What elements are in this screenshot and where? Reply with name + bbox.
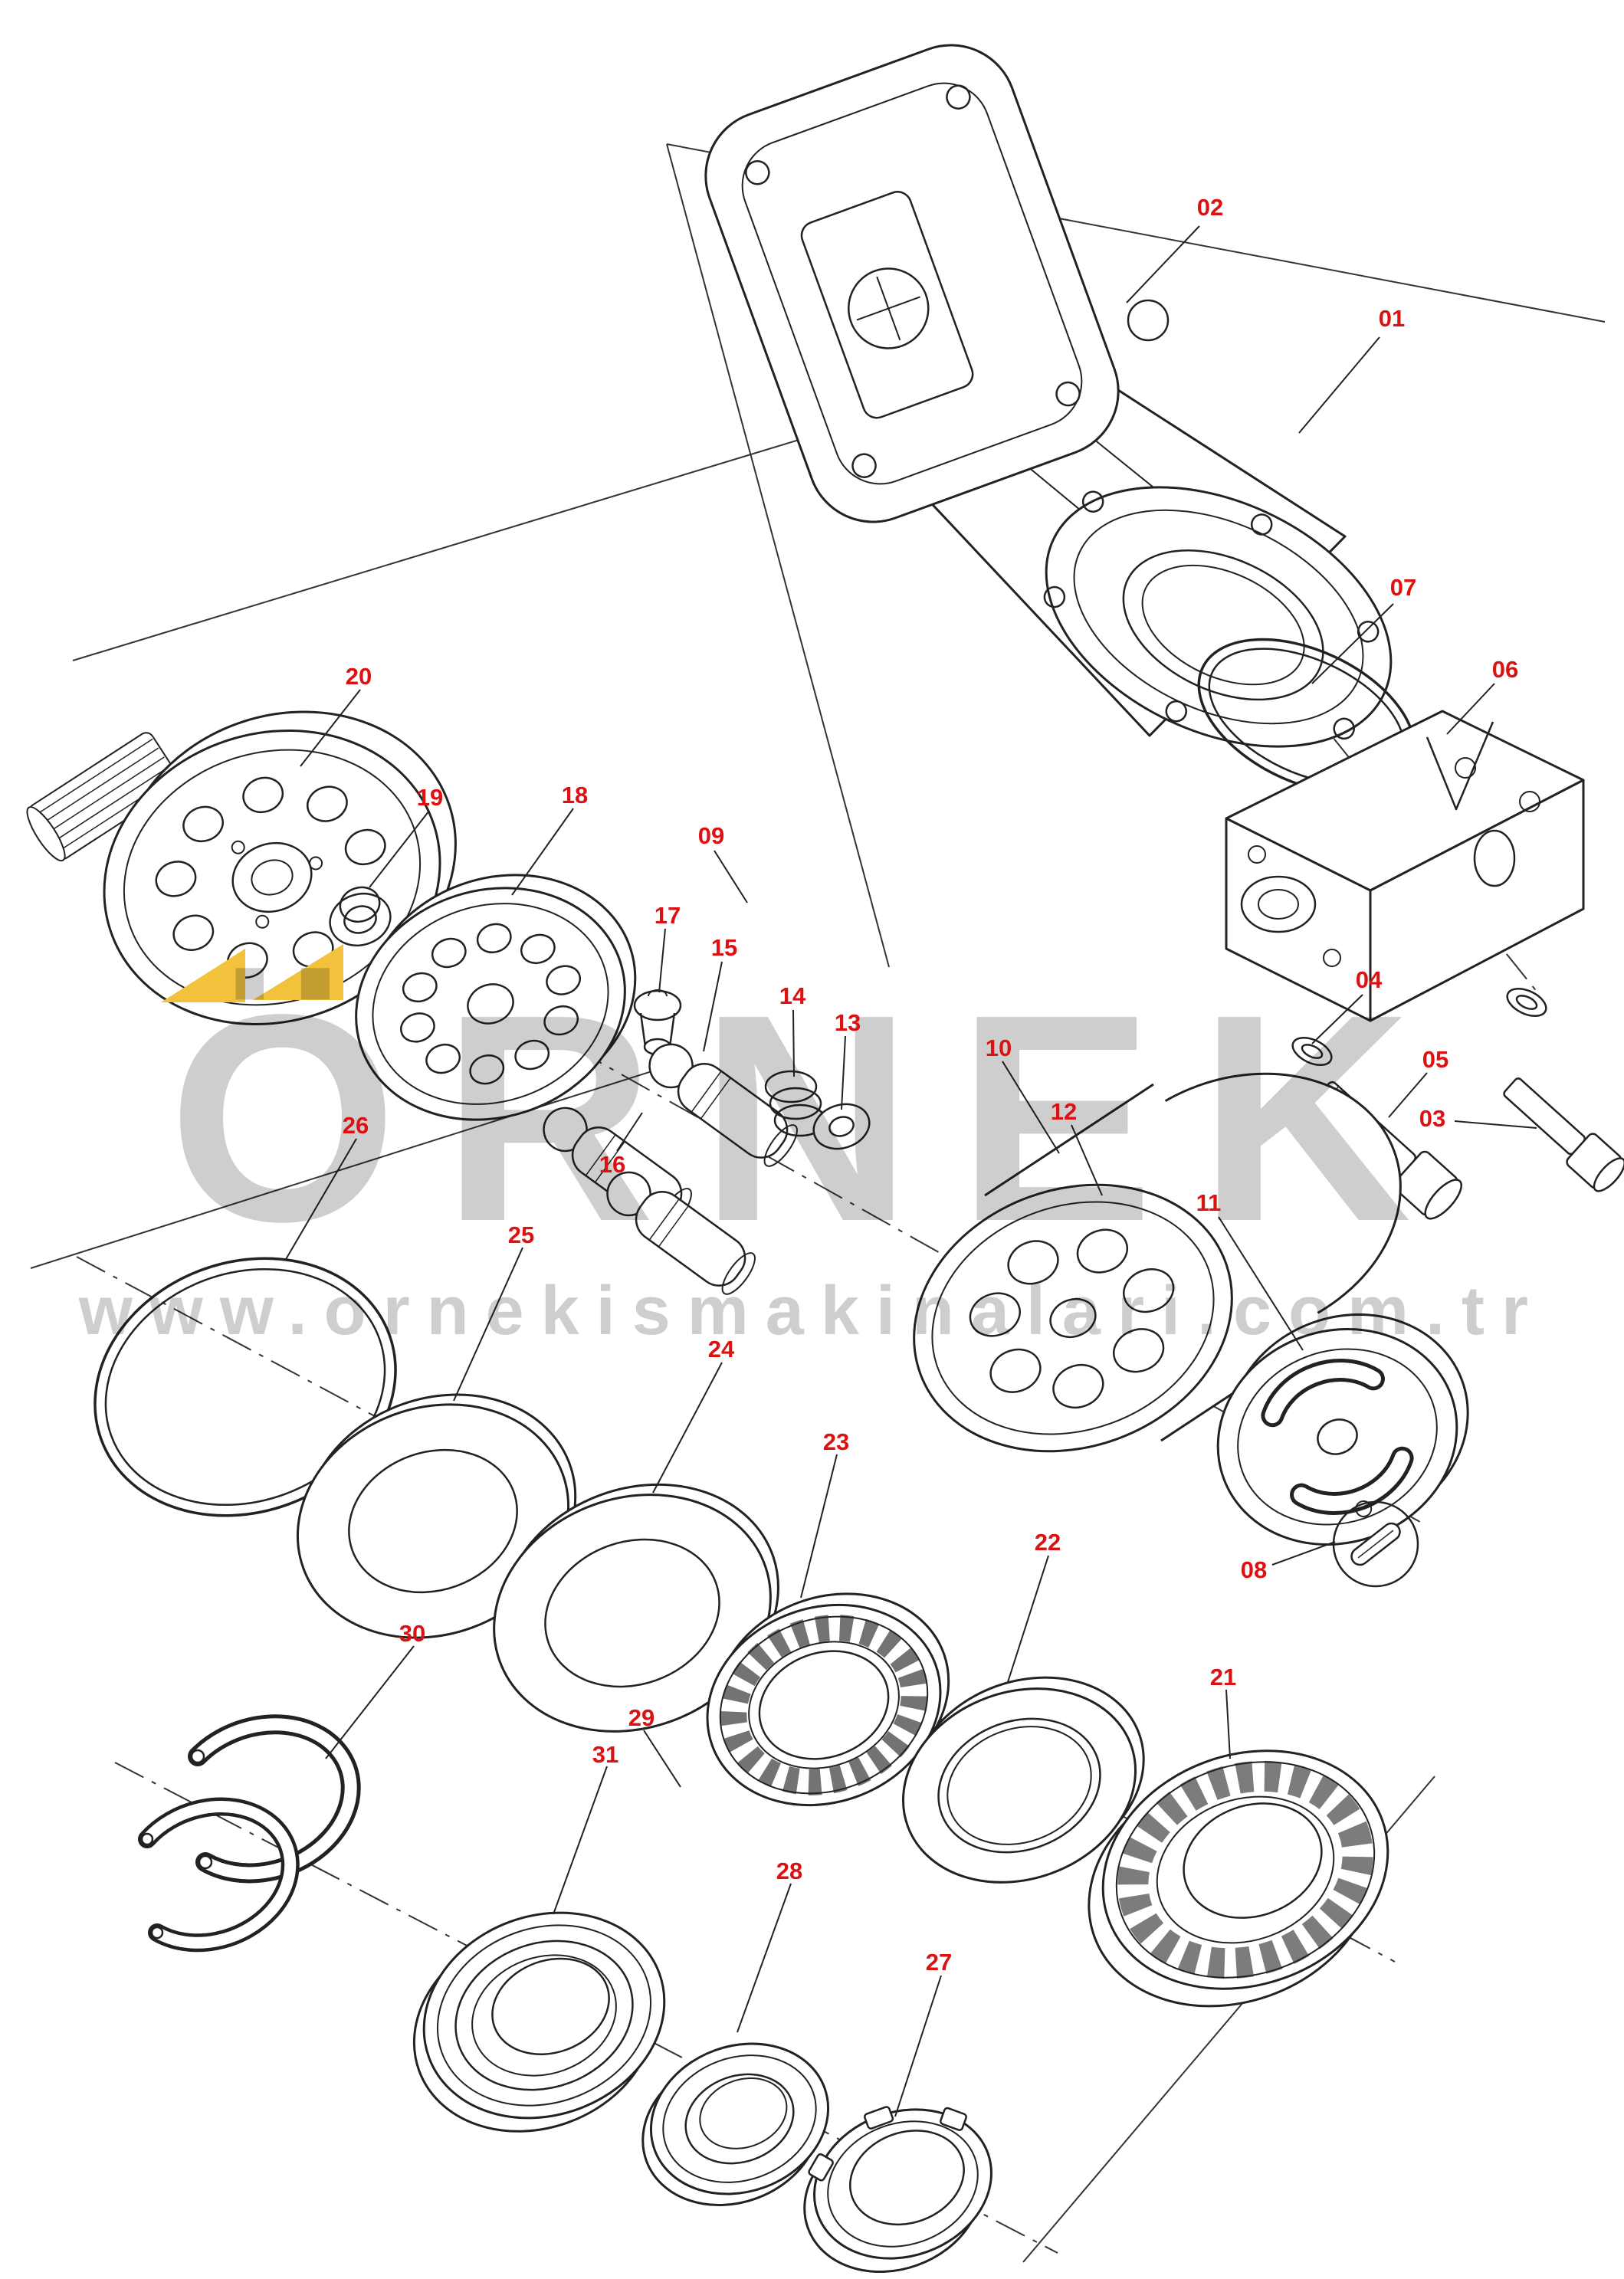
- valve-block-06-drawing: [1225, 710, 1585, 1022]
- ring-25-drawing: [296, 1393, 577, 1639]
- seal-28-drawing: [641, 2042, 830, 2206]
- oring-26-drawing: [94, 1257, 397, 1517]
- cylinder-block-12-drawing: [913, 1072, 1402, 1453]
- ring-19-drawing: [329, 893, 392, 946]
- logo-triangles: [161, 944, 343, 1002]
- ring-22-drawing: [901, 1676, 1145, 1884]
- pistons-drawing: [543, 1043, 798, 1295]
- bearing-31-drawing: [412, 1911, 666, 2133]
- pin-08-drawing: [1332, 1500, 1419, 1588]
- bolt-03-drawing: [1503, 1077, 1624, 1192]
- snap-ring-30-drawing: [138, 1714, 361, 1953]
- drive-shaft-20-drawing: [26, 710, 457, 1026]
- bearing-21-drawing: [1088, 1749, 1389, 2008]
- washer-13-drawing: [812, 1103, 871, 1150]
- bearing-23-drawing: [706, 1592, 950, 1807]
- ring-24-drawing: [493, 1483, 779, 1733]
- leader-lines: [284, 225, 1537, 2117]
- motor-housing-drawing: [704, 44, 1393, 748]
- valve-plate-11-drawing: [1216, 1313, 1469, 1546]
- retainer-plate-18-drawing: [355, 874, 637, 1121]
- locknut-27-drawing: [803, 2106, 992, 2274]
- washers-04-drawing: [1291, 988, 1547, 1066]
